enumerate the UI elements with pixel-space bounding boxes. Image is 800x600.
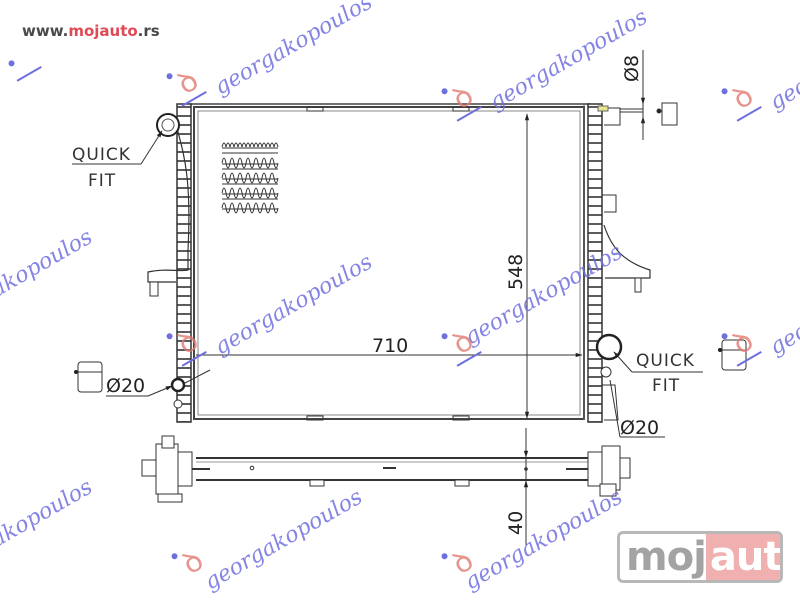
thickness-dimension-label: 40 [505, 511, 527, 535]
quick-fit-left-callout: QUICK FIT [72, 130, 163, 191]
left-tank [147, 103, 192, 423]
quick-fit-right-line1: QUICK [636, 351, 695, 371]
radiator-core [190, 103, 590, 421]
site-url[interactable]: www.mojauto.rs [22, 22, 160, 40]
inlet-left-diameter-label: Ø20 [106, 375, 145, 397]
height-dimension-label: 548 [505, 254, 527, 290]
outlet-right-callout: Ø20 [609, 339, 747, 439]
watermark-text: georgakopoulos [211, 0, 377, 100]
quick-fit-right-line2: FIT [652, 376, 680, 396]
watermark-logo-icon [8, 60, 42, 82]
quick-fit-left-line2: FIT [88, 171, 116, 191]
inlet-left-callout: Ø20 [74, 361, 211, 397]
outlet-right-diameter-label: Ø20 [620, 417, 659, 439]
vent-diameter-label: Ø8 [621, 55, 643, 82]
watermark-logo-icon: ꝺ [721, 78, 762, 122]
logo-part-auto: auto [705, 534, 780, 580]
quick-fit-left-line1: QUICK [72, 145, 131, 165]
mojauto-logo[interactable]: moj auto [617, 531, 783, 583]
logo-part-moj: moj [626, 534, 707, 580]
vent-pipe [620, 50, 678, 140]
width-dimension-label: 710 [372, 335, 408, 357]
watermark-text: georgakopoulos [201, 485, 367, 596]
url-prefix: www. [22, 22, 69, 40]
watermark-text: georgakopoulos [766, 5, 800, 116]
right-tank [583, 103, 651, 423]
side-view [141, 428, 631, 545]
url-suffix: .rs [137, 22, 160, 40]
watermark-text: georgakopoulos [766, 250, 800, 361]
url-brand: mojauto [68, 22, 138, 40]
watermark-text: georgakopoulos [0, 475, 97, 586]
quick-fit-right-callout: QUICK FIT [613, 351, 703, 396]
watermark-text: georgakopoulos [461, 485, 627, 596]
watermark-text: georgakopoulos [0, 225, 97, 336]
watermark-logo-icon: ꝺ [166, 63, 207, 107]
fin-detail [221, 142, 279, 214]
